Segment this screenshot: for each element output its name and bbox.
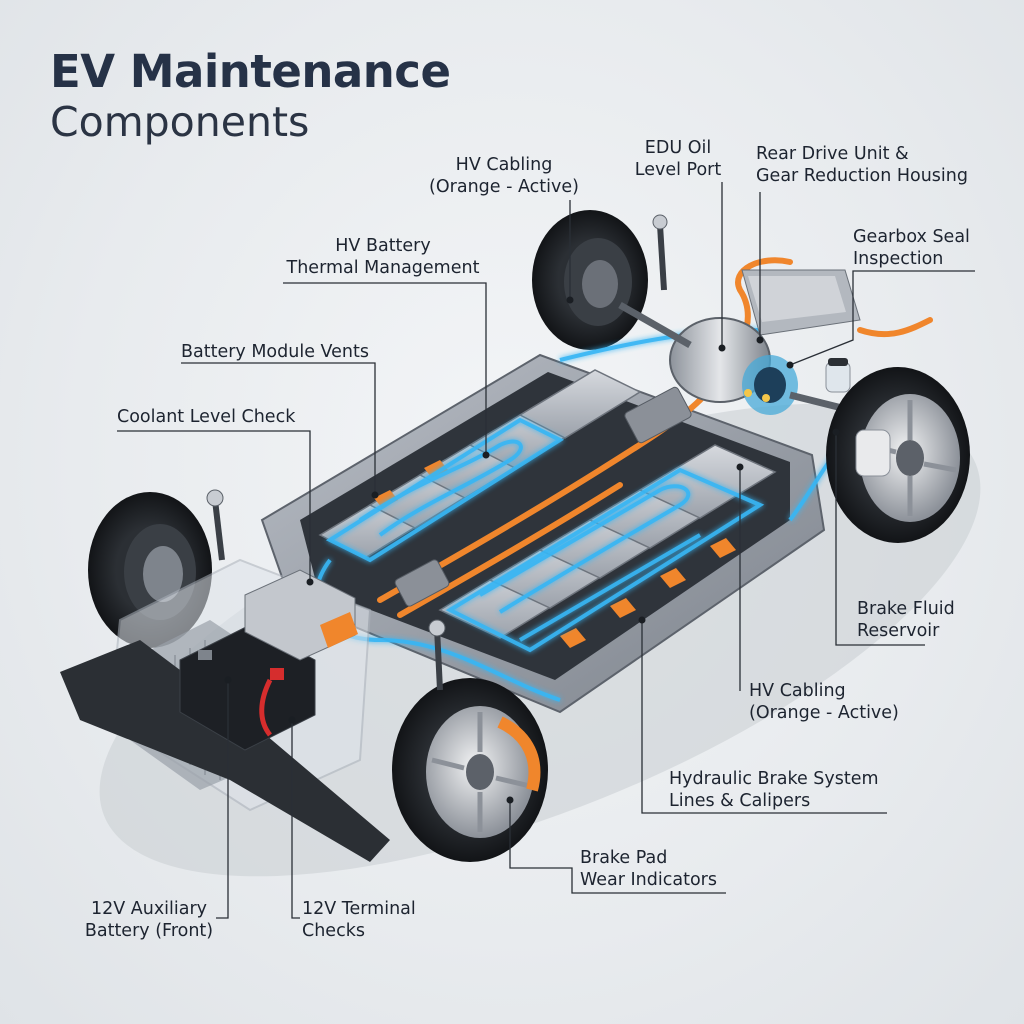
callout-hydraulic-brake-system: Hydraulic Brake System Lines & Calipers <box>669 769 879 811</box>
leader-hv-thermal <box>283 282 487 455</box>
anchor-dot-coolant <box>306 578 314 586</box>
callout-brake-pad-wear: Brake Pad Wear Indicators <box>580 848 717 890</box>
anchor-dot-hv-cabling-bot <box>736 463 744 471</box>
coolant-lines <box>314 328 862 702</box>
front-junction-box <box>394 559 450 607</box>
front-12v-battery <box>179 624 316 751</box>
front-right-wheel <box>392 678 548 862</box>
callout-anchor-dots <box>224 296 840 804</box>
title-line-2: Components <box>50 98 310 146</box>
leader-hydraulic <box>641 620 887 814</box>
callout-hv-cabling-bottom: HV Cabling (Orange - Active) <box>749 681 899 723</box>
front-inverter-module <box>244 569 358 661</box>
module-end-caps <box>374 460 736 648</box>
leader-coolant <box>117 430 311 582</box>
callout-edu-oil-level-port: EDU Oil Level Port <box>634 138 722 180</box>
leader-aux-battery <box>216 680 229 919</box>
anchor-dot-hydraulic <box>638 616 646 624</box>
anchor-dot-gearbox-seal <box>786 361 794 369</box>
anchor-dot-brake-pad <box>506 796 514 804</box>
anchor-dot-aux-battery <box>224 676 232 684</box>
leader-gearbox-seal <box>789 270 975 366</box>
leader-module-vents <box>181 362 376 495</box>
anchor-dot-rear-drive <box>756 336 764 344</box>
brake-fluid-reservoir <box>825 358 851 393</box>
title-line-1: EV Maintenance <box>50 45 451 98</box>
callout-hv-cabling-top: HV Cabling (Orange - Active) <box>429 155 579 197</box>
anchor-dot-hv-cabling-top <box>566 296 574 304</box>
callout-brake-fluid-reservoir: Brake Fluid Reservoir <box>857 599 955 641</box>
callout-leader-lines <box>117 182 975 919</box>
anchor-dot-edu-oil <box>718 344 726 352</box>
anchor-dot-hv-thermal <box>482 451 490 459</box>
callout-rear-drive-unit: Rear Drive Unit & Gear Reduction Housing <box>756 144 968 186</box>
diagram-title: EV Maintenance Components <box>50 45 451 147</box>
callout-hv-battery-thermal: HV Battery Thermal Management <box>286 236 480 278</box>
callout-gearbox-seal: Gearbox Seal Inspection <box>853 227 970 269</box>
callout-battery-module-vents: Battery Module Vents <box>181 342 369 362</box>
hv-junction-box <box>624 386 692 444</box>
anchor-dot-module-vents <box>371 491 379 499</box>
strut-tops <box>206 214 668 637</box>
callout-12v-terminal-checks: 12V Terminal Checks <box>302 899 416 941</box>
battery-modules-left <box>318 369 642 559</box>
rear-right-wheel <box>826 367 970 543</box>
leader-terminal <box>291 720 300 919</box>
anchor-dot-brake-fluid <box>832 428 840 436</box>
anchor-dot-terminal <box>288 716 296 724</box>
rear-left-wheel <box>532 210 648 350</box>
leader-brake-fluid <box>835 432 925 646</box>
leader-brake-pad <box>509 800 726 894</box>
rear-drive-unit <box>618 269 871 419</box>
suspension-struts <box>212 224 667 691</box>
callout-coolant-level: Coolant Level Check <box>117 407 296 427</box>
callout-12v-auxiliary-battery: 12V Auxiliary Battery (Front) <box>84 899 214 941</box>
